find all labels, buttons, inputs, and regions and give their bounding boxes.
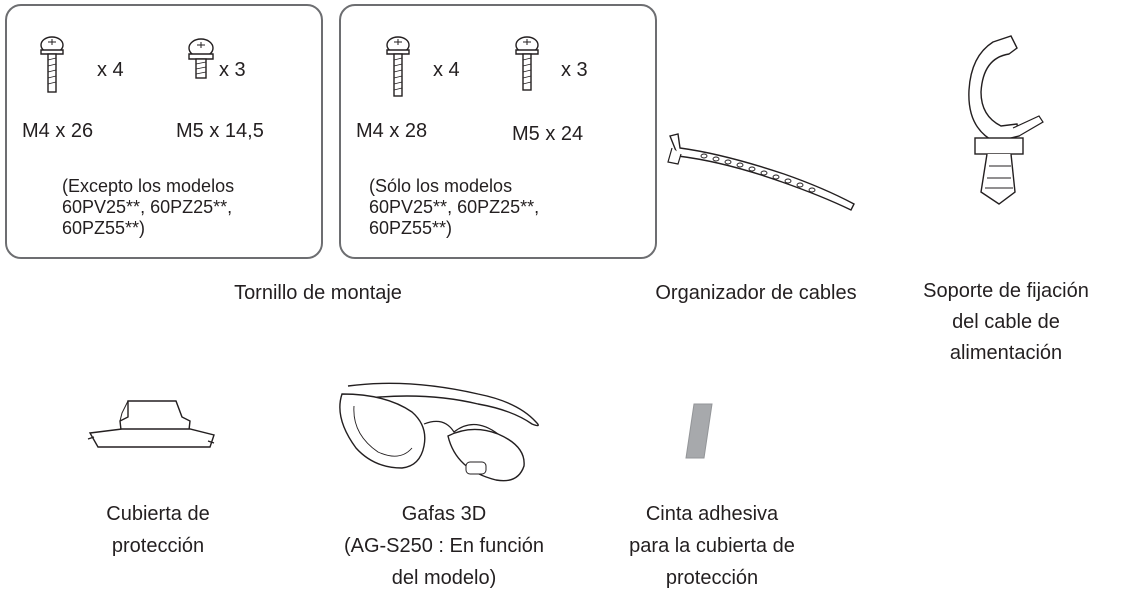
adhesive-tape-icon: [682, 402, 716, 465]
screw-set-box-1: [5, 4, 323, 259]
screw-a-quantity: x 4: [97, 59, 124, 81]
screw-b-quantity: x 3: [561, 59, 588, 81]
caption-line: Soporte de fijación: [923, 280, 1089, 302]
note-line: 60PZ55**): [62, 218, 146, 238]
caption-line: del cable de: [952, 311, 1060, 333]
caption-power-cable-holder: Soporte de fijación del cable de aliment…: [896, 276, 1116, 369]
caption-line: Cubierta de: [106, 503, 210, 525]
short-screw-icon: [186, 38, 216, 87]
screw-a-size: M4 x 28: [356, 120, 428, 142]
power-cable-holder-icon: [953, 32, 1049, 217]
screw-a-size: M4 x 26: [22, 120, 94, 142]
caption-line: (AG-S250 : En función: [343, 535, 545, 557]
caption-line: protección: [665, 567, 759, 589]
caption-3d-glasses: Gafas 3D (AG-S250 : En función del model…: [324, 498, 564, 594]
caption-mounting-screws: Tornillo de montaje: [234, 282, 402, 304]
caption-line: Cinta adhesiva: [645, 503, 779, 525]
3d-glasses-icon: [328, 376, 548, 499]
screw-set-box-2: [339, 4, 657, 259]
screw-b-quantity: x 3: [219, 59, 246, 81]
caption-adhesive-tape: Cinta adhesiva para la cubierta de prote…: [602, 498, 822, 594]
caption-line: protección: [111, 535, 205, 557]
note-line: (Excepto los modelos: [62, 176, 235, 196]
cable-organizer-icon: [664, 130, 860, 217]
protection-cover-icon: [86, 395, 218, 462]
model-note: (Sólo los modelos 60PV25**, 60PZ25**, 60…: [369, 176, 539, 239]
caption-line: del modelo): [391, 567, 497, 589]
long-screw-icon: [38, 36, 66, 101]
note-line: 60PV25**, 60PZ25**,: [369, 197, 540, 217]
note-line: 60PV25**, 60PZ25**,: [62, 197, 233, 217]
note-line: (Sólo los modelos: [369, 176, 513, 196]
screw-b-size: M5 x 24: [512, 123, 584, 145]
caption-line: alimentación: [949, 342, 1063, 364]
caption-cable-organizer: Organizador de cables: [655, 282, 857, 304]
screw-b-size: M5 x 14,5: [176, 120, 264, 142]
caption-protection-cover: Cubierta de protección: [58, 498, 258, 562]
long-screw-icon: [513, 36, 541, 101]
screw-a-quantity: x 4: [433, 59, 460, 81]
caption-line: para la cubierta de: [629, 535, 795, 557]
note-line: 60PZ55**): [369, 218, 453, 238]
long-screw-icon: [384, 36, 412, 105]
model-note: (Excepto los modelos 60PV25**, 60PZ25**,…: [62, 176, 234, 239]
caption-line: Gafas 3D: [401, 503, 487, 525]
